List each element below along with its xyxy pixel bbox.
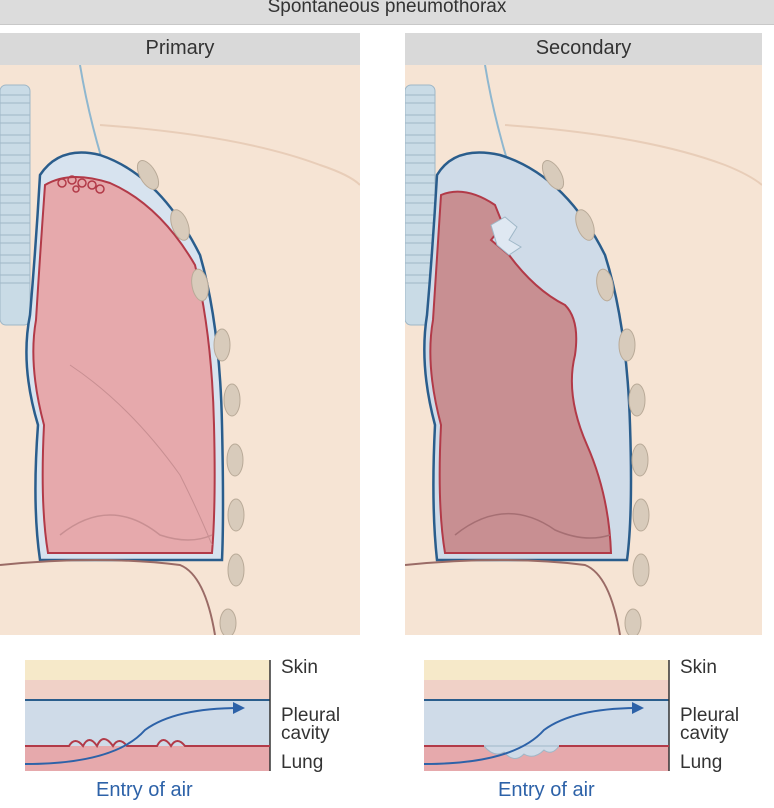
primary-chest-illustration	[0, 65, 360, 635]
panel-secondary	[405, 65, 762, 635]
skin-layer	[25, 660, 270, 680]
legend-skin: Skin	[680, 658, 717, 677]
legend-cavity: cavity	[281, 724, 330, 743]
legend-cavity: cavity	[680, 724, 729, 743]
secondary-inset-diagram	[424, 660, 674, 775]
trachea	[0, 85, 30, 325]
panel-primary	[0, 65, 360, 635]
entry-of-air-label: Entry of air	[498, 780, 595, 800]
panel-header-secondary: Secondary	[405, 33, 762, 65]
legend-lung: Lung	[680, 753, 722, 772]
panel-header-primary: Primary	[0, 33, 360, 65]
lung-layer	[25, 746, 270, 771]
skin-layer	[424, 660, 669, 680]
primary-inset-diagram	[25, 660, 275, 775]
entry-of-air-label: Entry of air	[96, 780, 193, 800]
legend-lung: Lung	[281, 753, 323, 772]
legend-skin: Skin	[281, 658, 318, 677]
secondary-chest-illustration	[405, 65, 762, 635]
diagram-title: Spontaneous pneumothorax	[0, 0, 774, 25]
